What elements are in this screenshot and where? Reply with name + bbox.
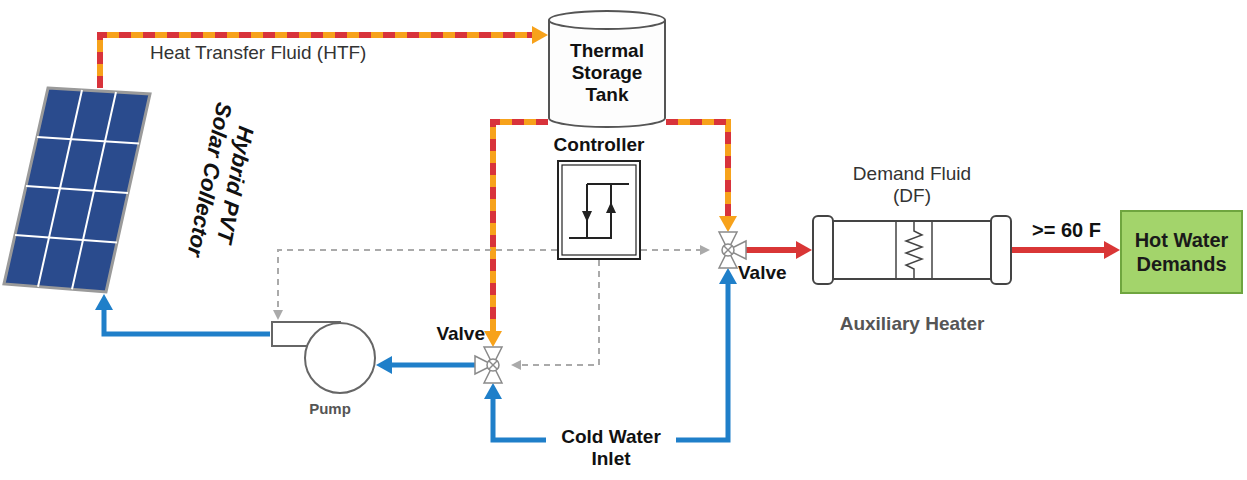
arrow-head — [484, 331, 502, 347]
valve-label: Valve — [738, 262, 787, 284]
pipe-connector — [484, 122, 548, 347]
arrow-head — [95, 294, 113, 310]
demand-label: Hot Water Demands — [1122, 228, 1241, 276]
connector-line — [390, 363, 475, 368]
control-signal-line — [641, 245, 710, 255]
three-way-valve-symbol — [475, 347, 511, 383]
connector-line — [278, 250, 557, 312]
auxiliary-heater: Demand Fluid (DF)Auxiliary Heater — [812, 215, 1012, 285]
controller-box — [557, 160, 641, 260]
control-signal-line — [511, 260, 599, 370]
valve-label: Valve — [436, 323, 485, 345]
pipe-connector — [95, 294, 270, 334]
connector-line — [100, 35, 534, 88]
heater-label: Auxiliary Heater — [840, 313, 985, 335]
arrow-head — [700, 245, 710, 255]
arrow-head — [532, 26, 548, 44]
connector-line — [666, 122, 728, 218]
pipe-connector — [484, 268, 737, 440]
demand-box: Hot Water Demands — [1120, 210, 1243, 294]
connector-line — [493, 122, 548, 333]
pipe-connector — [746, 241, 812, 259]
pipe-connector — [376, 356, 475, 374]
edge-label: Cold Water Inlet — [546, 426, 676, 470]
pipe-connector — [666, 122, 737, 232]
connector-line — [746, 247, 798, 253]
arrow-head — [511, 360, 521, 370]
connector-line — [1012, 247, 1106, 253]
controller-heading: Controller — [554, 134, 645, 156]
collector-label: Hybrid PVT Solar Collector — [180, 93, 264, 272]
arrow-head — [376, 356, 392, 374]
arrow-head — [719, 268, 737, 284]
arrow-head — [273, 310, 283, 320]
valve: Valve — [475, 347, 511, 383]
auxiliary-heater-shape — [812, 215, 1012, 285]
connector-line — [100, 35, 534, 88]
connector-line — [493, 282, 728, 440]
edge-label: >= 60 F — [1032, 218, 1101, 242]
arrow-head — [484, 383, 502, 399]
pump-symbol — [270, 320, 376, 394]
arrow-head — [796, 241, 812, 259]
pipe-connector — [100, 26, 548, 88]
valve: Valve — [710, 232, 746, 268]
storage-tank: Thermal Storage Tank — [548, 10, 666, 128]
connector-line — [104, 308, 270, 334]
connector-line — [641, 249, 702, 251]
arrow-head — [1104, 241, 1120, 259]
connector-line — [519, 260, 599, 365]
control-signal-line — [273, 250, 557, 320]
arrow-head — [719, 216, 737, 232]
pump-label: Pump — [309, 400, 351, 418]
solar-collector: Hybrid PVT Solar Collector — [4, 88, 254, 294]
fluid-label: Demand Fluid (DF) — [852, 163, 972, 207]
controller: Controller — [557, 160, 641, 260]
pipe-connector — [1012, 241, 1120, 259]
connector-line — [493, 122, 548, 333]
edge-label: Heat Transfer Fluid (HTF) — [150, 42, 366, 64]
tank-label: Thermal Storage Tank — [548, 10, 666, 106]
connector-line — [666, 122, 728, 218]
pump: Pump — [270, 320, 376, 394]
